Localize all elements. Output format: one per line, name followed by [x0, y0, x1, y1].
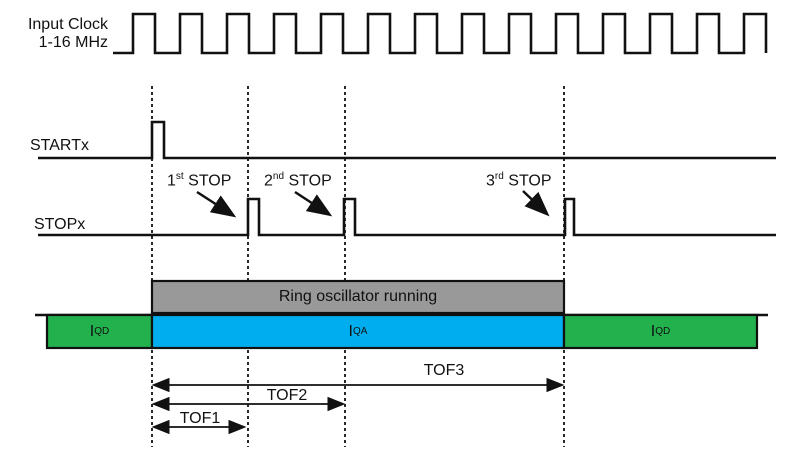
stop3-word: STOP: [508, 172, 552, 190]
ring-oscillator-label: Ring oscillator running: [278, 288, 438, 305]
stop2-label: 2nd STOP: [264, 171, 332, 190]
stop1-num: 1: [167, 172, 176, 190]
stop-pointer-arrows: [196, 190, 550, 218]
tof2-label: TOF2: [266, 387, 308, 404]
tof1-label: TOF1: [179, 410, 221, 427]
stop3-ordinal: rd: [494, 171, 504, 182]
time-marker-lines: [151, 86, 565, 447]
iqd-bar-right: [562, 313, 759, 350]
iqa-sub: QA: [353, 326, 368, 337]
stop2-arrow: [294, 190, 333, 217]
stop3-label: 3rd STOP: [486, 171, 552, 190]
stop2-ordinal: nd: [272, 171, 285, 182]
input-clock-label-line2: 1-16 MHz: [38, 33, 108, 51]
stopx-waveform: [38, 197, 776, 237]
iqd-right-sub: QD: [655, 326, 671, 337]
tof3-label: TOF3: [423, 362, 465, 379]
clock-waveform: [113, 12, 768, 55]
startx-waveform: [38, 120, 776, 160]
iqd-bar-left: [45, 313, 154, 350]
stop1-ordinal: st: [175, 171, 184, 182]
iqa-main: I: [348, 322, 353, 340]
stop1-arrow: [196, 190, 237, 218]
iqd-left-sub: QD: [94, 326, 110, 337]
iqd-left-main: I: [89, 322, 95, 340]
tof-measure-arrows: [151, 377, 565, 435]
startx-label: STARTx: [30, 137, 89, 154]
stop1-word: STOP: [188, 172, 232, 190]
stop2-word: STOP: [288, 172, 332, 190]
input-clock-label-line1: Input Clock: [27, 16, 108, 33]
iqd-right-main: I: [650, 322, 656, 340]
stop3-num: 3: [486, 172, 495, 190]
ring-oscillator-bar: [150, 279, 566, 315]
stop2-num: 2: [264, 172, 273, 190]
stopx-label: STOPx: [34, 216, 86, 233]
input-clock-label: Input Clock 1-16 MHz: [16, 16, 108, 51]
stop1-label: 1st STOP: [167, 171, 231, 190]
stop3-arrow: [522, 190, 550, 217]
